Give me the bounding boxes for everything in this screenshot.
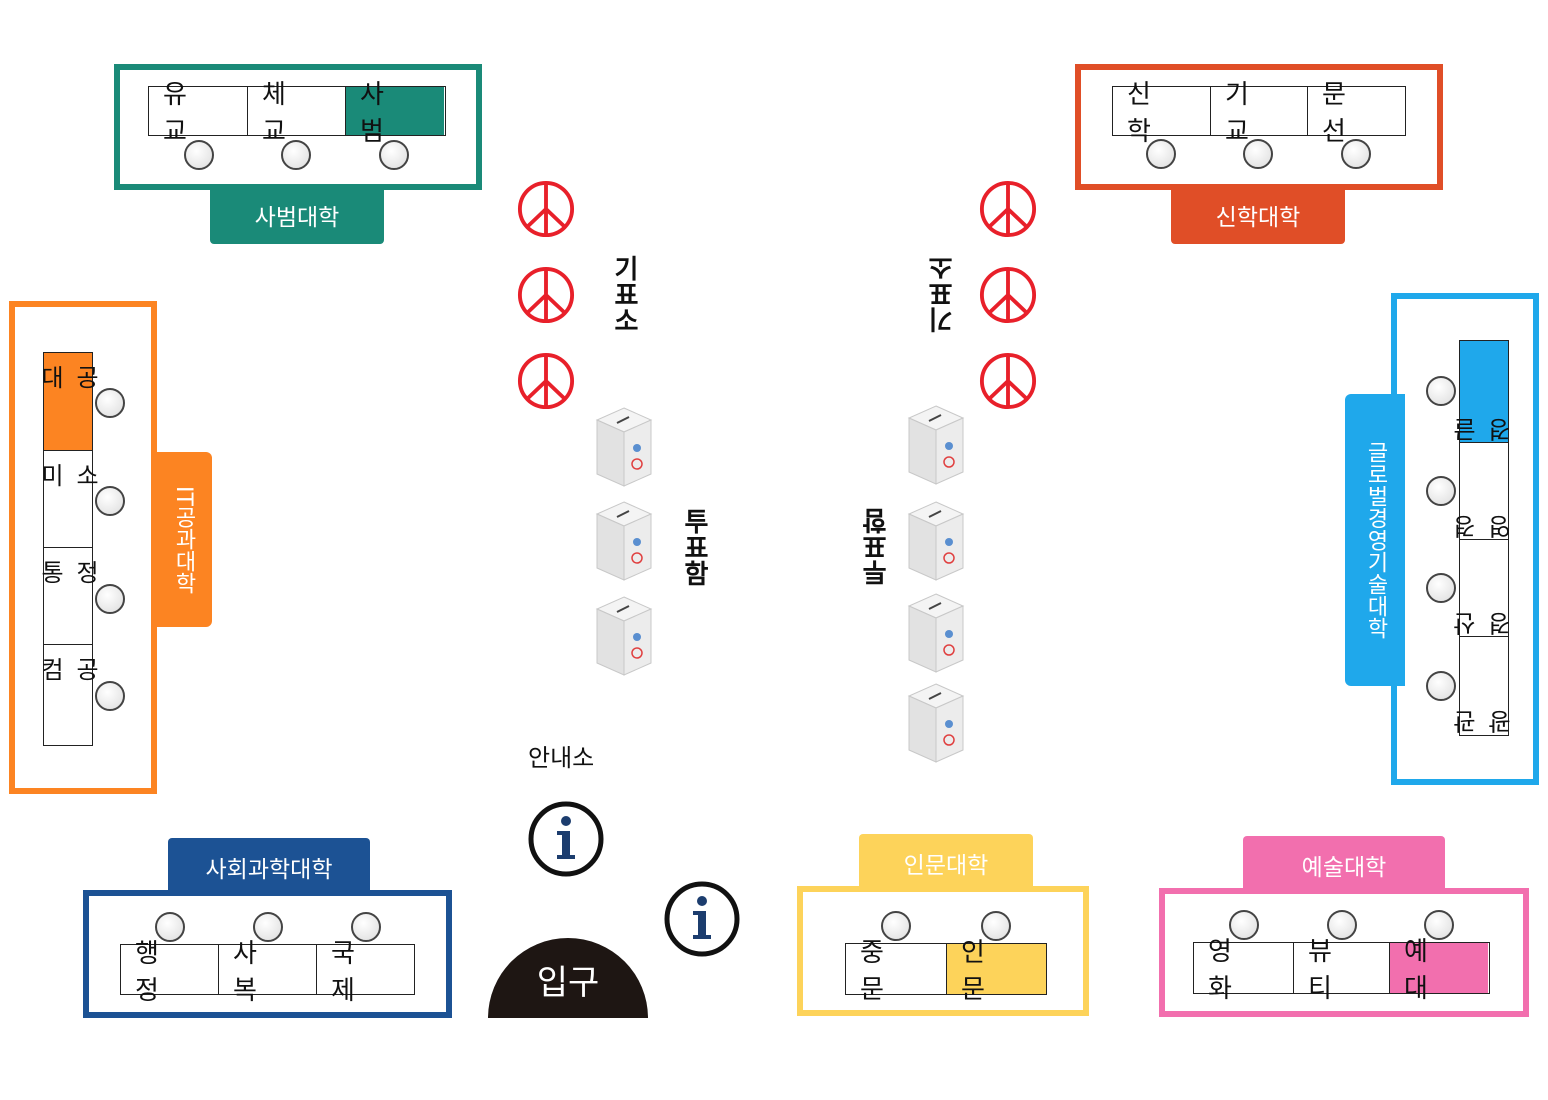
seat-circle <box>1424 910 1454 940</box>
dept-sinhak[interactable]: 신 학 <box>1113 80 1211 147</box>
dept-haengjeong[interactable]: 행 정 <box>121 939 219 1006</box>
ballot-box-icon <box>595 501 653 581</box>
seat-circle <box>1327 910 1357 940</box>
seat-circle <box>1341 139 1371 169</box>
booth-label-right: 기표소 <box>928 255 958 333</box>
dept-byuti[interactable]: 뷰 티 <box>1294 937 1390 1004</box>
dept-yugyo[interactable]: 유 교 <box>149 80 248 147</box>
peace-sign-icon <box>517 180 575 238</box>
ballot-box-label-right: 투표함 <box>862 508 892 586</box>
global-college-name: 글로벌경영기술대학 <box>1363 441 1388 639</box>
seat-circle <box>95 486 125 516</box>
ballot-box-icon <box>595 596 653 676</box>
dept-gigyo[interactable]: 기 교 <box>1211 80 1308 147</box>
social-college-label: 사회과학대학 <box>168 838 370 896</box>
theology-dept-row: 신 학 기 교 문 선 <box>1112 80 1406 147</box>
entrance[interactable]: 입구 <box>488 938 648 1018</box>
seat-circle <box>281 140 311 170</box>
dept-yedae[interactable]: 예 대 <box>1390 937 1488 1004</box>
dept-chegyo[interactable]: 체 교 <box>248 80 346 147</box>
dept-gyeongyeong[interactable]: 경 영 <box>1453 443 1516 540</box>
dept-jeongtong[interactable]: 정 통 <box>36 548 99 645</box>
dept-munseon[interactable]: 문 선 <box>1322 80 1360 147</box>
seat-circle <box>1426 376 1456 406</box>
dept-sabok[interactable]: 사 복 <box>219 939 317 1006</box>
ballot-box-icon <box>595 407 653 487</box>
seat-circle <box>1146 139 1176 169</box>
theology-college-label: 신학대학 <box>1171 186 1345 244</box>
it-dept-column: 공 대 소 미 정 통 공 컴 <box>36 352 99 746</box>
seat-circle <box>1426 476 1456 506</box>
seat-circle <box>379 140 409 170</box>
seat-circle <box>95 584 125 614</box>
arts-college-label: 예술대학 <box>1243 836 1445 894</box>
seat-circle <box>1243 139 1273 169</box>
seat-circle <box>881 911 911 941</box>
ballot-box-icon <box>907 501 965 581</box>
seat-circle <box>155 912 185 942</box>
peace-sign-icon <box>517 352 575 410</box>
it-college-label: IT공과대학 <box>154 452 212 627</box>
seat-circle <box>253 912 283 942</box>
dept-yeonghwa[interactable]: 영 화 <box>1194 937 1294 1004</box>
seat-circle <box>1229 910 1259 940</box>
dept-jungmun[interactable]: 중 문 <box>846 938 947 1005</box>
dept-sabeom[interactable]: 사 범 <box>346 80 444 147</box>
education-dept-row: 유 교 체 교 사 범 <box>148 80 446 147</box>
ballot-box-icon <box>907 683 965 763</box>
peace-sign-icon <box>979 352 1037 410</box>
seat-circle <box>95 681 125 711</box>
info-desk-label: 안내소 <box>528 744 595 772</box>
dept-geulgyeong[interactable]: 글 경 <box>1453 341 1516 443</box>
seat-circle <box>981 911 1011 941</box>
arts-dept-row: 영 화 뷰 티 예 대 <box>1193 937 1490 1004</box>
dept-sangyeong[interactable]: 산 경 <box>1453 540 1516 637</box>
dept-inmun[interactable]: 인 문 <box>947 938 1046 1005</box>
peace-sign-icon <box>979 266 1037 324</box>
dept-gongdae[interactable]: 공 대 <box>36 353 99 451</box>
education-college-label: 사범대학 <box>210 186 384 244</box>
seat-circle <box>351 912 381 942</box>
seat-circle <box>1426 573 1456 603</box>
dept-gwangwang[interactable]: 관 광 <box>1453 698 1516 734</box>
humanities-college-label: 인문대학 <box>859 834 1033 892</box>
ballot-box-icon <box>907 593 965 673</box>
booth-label-left: 기표소 <box>609 255 639 333</box>
entrance-label: 입구 <box>536 963 600 1003</box>
info-icon[interactable] <box>664 881 740 957</box>
global-college-label: 글로벌경영기술대학 <box>1345 394 1405 686</box>
dept-gukje[interactable]: 국 제 <box>331 938 369 1006</box>
dept-somi[interactable]: 소 미 <box>36 451 99 548</box>
info-icon[interactable] <box>528 801 604 877</box>
social-dept-row: 행 정 사 복 국 제 <box>120 938 415 1006</box>
dept-gongkeom[interactable]: 공 컴 <box>36 657 99 693</box>
seat-circle <box>95 388 125 418</box>
seat-circle <box>1426 671 1456 701</box>
humanities-dept-row: 중 문 인 문 <box>845 938 1047 1005</box>
seat-circle <box>184 140 214 170</box>
peace-sign-icon <box>517 266 575 324</box>
global-dept-column: 글 경 경 영 산 경 관 광 <box>1453 340 1516 736</box>
peace-sign-icon <box>979 180 1037 238</box>
ballot-box-label-left: 투표함 <box>679 508 709 586</box>
ballot-box-icon <box>907 405 965 485</box>
it-college-name: IT공과대학 <box>171 485 196 594</box>
